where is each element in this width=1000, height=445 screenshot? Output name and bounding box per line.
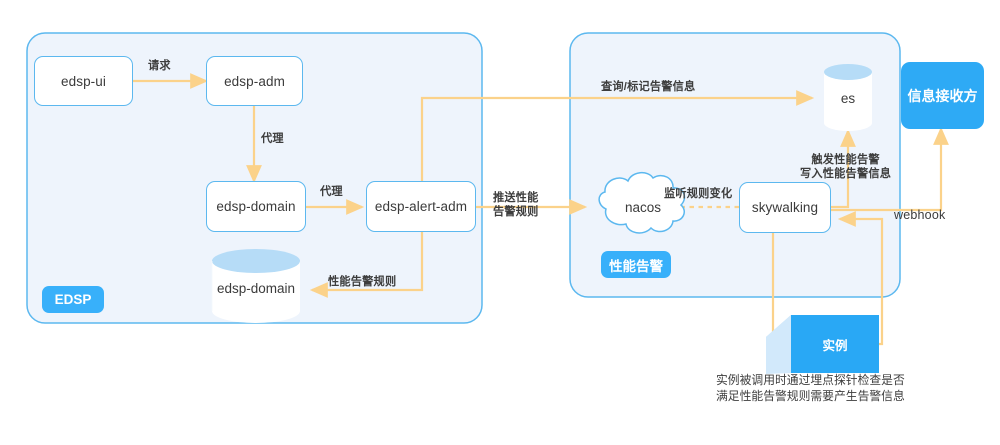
node-edsp-alert-adm[interactable]: edsp-alert-adm: [366, 181, 476, 232]
edge-alert-to-es: [420, 90, 815, 181]
node-skywalking-label: skywalking: [751, 200, 819, 215]
edge-label-alert-to-nacos: 推送性能 告警规则: [493, 192, 539, 219]
instance-caption-line1: 实例被调用时通过埋点探针检查是否: [716, 373, 905, 387]
node-edsp-adm-label: edsp-adm: [224, 73, 285, 89]
edge-label-skywalking-to-es-line2: 写入性能告警信息: [800, 167, 892, 180]
cloud-nacos: [598, 172, 686, 234]
edge-label-skywalking-to-nacos: 监听规则变化: [664, 188, 733, 200]
edge-label-alert-to-db: 性能告警规则: [328, 276, 397, 288]
edge-label-alert-to-es: 查询/标记告警信息: [601, 81, 696, 93]
node-edsp-domain-service-label: edsp-domain: [216, 199, 296, 214]
edge-label-ui-to-adm: 请求: [148, 60, 171, 72]
instance-caption: 实例被调用时通过埋点探针检查是否 满足性能告警规则需要产生告警信息: [716, 372, 905, 404]
cylinder-es: [824, 64, 872, 131]
node-skywalking[interactable]: skywalking: [739, 182, 831, 233]
node-nacos-label: nacos: [624, 199, 662, 215]
edge-label-domain-to-alert: 代理: [320, 186, 343, 198]
node-edsp-alert-adm-label: edsp-alert-adm: [374, 199, 468, 214]
instance-caption-line2: 满足性能告警规则需要产生告警信息: [716, 389, 905, 403]
cylinder-edsp-domain-db: [211, 249, 300, 323]
edge-skywalking-to-receiver: [831, 126, 949, 212]
node-edsp-domain-service[interactable]: edsp-domain: [206, 181, 306, 232]
panel-badge-performance-alert: 性能告警: [601, 251, 671, 278]
node-receiver-label: 信息接收方: [907, 87, 978, 104]
edge-label-alert-to-nacos-line1: 推送性能: [493, 192, 539, 204]
node-edsp-domain-db-label: edsp-domain: [216, 280, 296, 296]
edge-label-alert-to-nacos-line2: 告警规则: [493, 205, 539, 218]
panel-badge-edsp: EDSP: [42, 286, 104, 313]
edge-skywalking-to-es: [831, 128, 856, 209]
node-edsp-ui-label: edsp-ui: [61, 73, 106, 89]
node-edsp-adm[interactable]: edsp-adm: [206, 56, 303, 106]
edge-label-skywalking-to-es: 触发性能告警 写入性能告警信息: [800, 154, 891, 181]
edge-label-skywalking-to-es-line1: 触发性能告警: [811, 154, 880, 166]
edge-label-adm-to-domain: 代理: [261, 133, 284, 145]
edge-label-skywalking-to-receiver: webhook: [894, 208, 946, 222]
node-receiver[interactable]: 信息接收方: [901, 62, 984, 129]
node-es-label: es: [840, 90, 856, 106]
node-edsp-ui[interactable]: edsp-ui: [34, 56, 133, 106]
node-instance-label: 实例: [822, 338, 848, 353]
edge-alert-to-db: [309, 232, 424, 298]
